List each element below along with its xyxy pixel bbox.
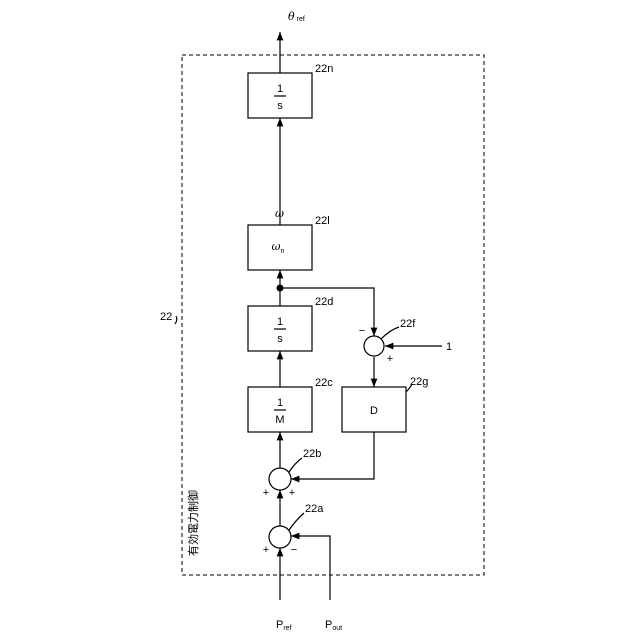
pout-label: Pout [325,619,342,632]
sign-22b-bottom: + [263,487,269,499]
block-22n-den: s [277,100,283,112]
leader-22b [289,458,302,472]
ref-22f: 22f [400,318,416,330]
ref-22g: 22g [410,376,428,388]
block-22l-sub: n [281,248,285,255]
leader-22f [381,327,399,339]
sign-22f-right: + [387,353,393,365]
one-input-label: 1 [446,341,452,353]
summer-22f: − + 22f [359,318,416,365]
block-22c-den: M [275,414,284,426]
control-unit-boundary [182,55,484,575]
summer-22b: + + 22b [263,448,322,499]
unit-ref-number: 22 [160,311,172,323]
ref-22b: 22b [303,448,321,460]
omega-label: ω [275,207,284,220]
ref-22l: 22l [315,215,330,227]
block-22d-num: 1 [277,316,283,328]
sign-22b-right: + [289,487,295,499]
block-22n-num: 1 [277,83,283,95]
ref-22a: 22a [305,503,324,515]
leader-22a [289,513,304,530]
block-22d: 1 s 22d [248,296,333,351]
sign-22a-right: − [291,544,297,556]
block-22d-den: s [277,333,283,345]
sign-22a-bottom: + [263,544,269,556]
block-22n: 1 s 22n [248,63,333,118]
theta-ref-label: θref [288,10,305,23]
block-22g-text: D [370,405,378,417]
pref-label: Pref [276,619,292,632]
leader-22g [406,384,412,392]
block-22g: D 22g [342,376,428,432]
summer-22a: + − 22a [263,503,324,556]
ref-22d: 22d [315,296,333,308]
block-22l: ωn 22l [248,215,330,270]
block-22c: 1 M 22c [248,377,333,432]
ref-22n: 22n [315,63,333,75]
block-22c-num: 1 [277,397,283,409]
ref-22c: 22c [315,377,333,389]
sign-22f-top: − [359,325,365,337]
block-22l-main: ω [272,240,281,253]
unit-title: 有効電力制御 [186,490,200,556]
unit-ref-leader [175,316,177,324]
